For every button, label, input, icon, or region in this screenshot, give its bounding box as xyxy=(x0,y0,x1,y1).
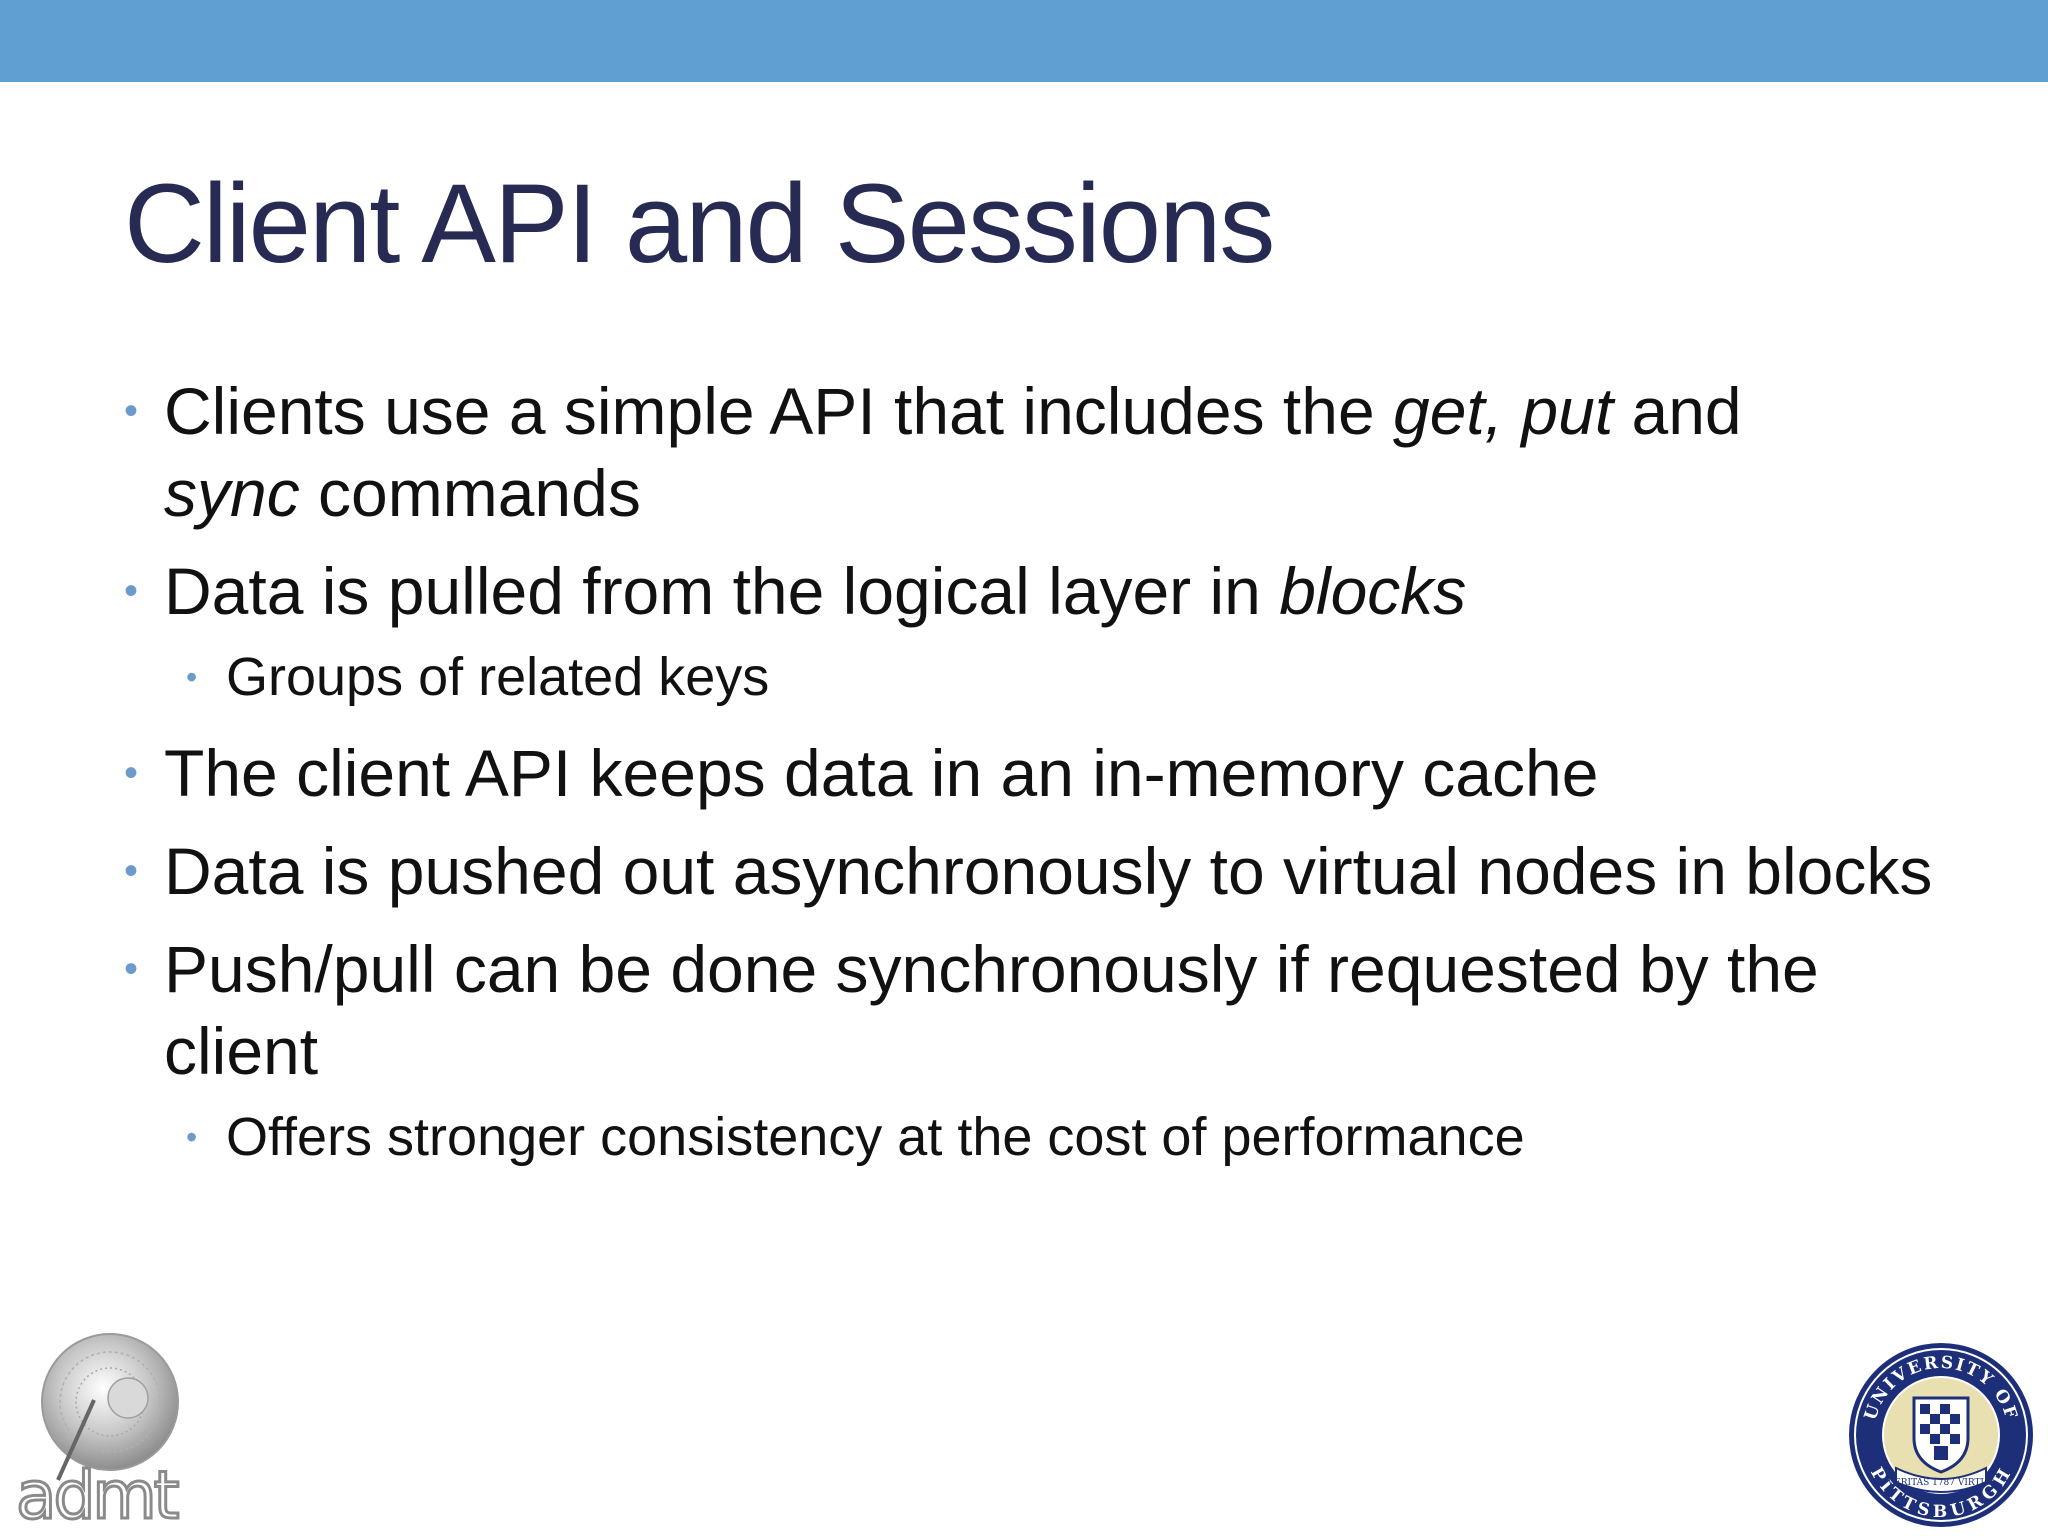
bullet-item: • Data is pulled from the logical layer … xyxy=(124,550,1984,632)
admt-logo-graphic: admt xyxy=(15,1333,183,1536)
bullet-text-italic: get, put xyxy=(1393,374,1614,448)
bullet-text: Data is pushed out asynchronously to vir… xyxy=(164,834,1933,908)
bullet-item: • Data is pushed out asynchronously to v… xyxy=(124,830,1984,912)
sub-bullet-text: Groups of related keys xyxy=(226,647,770,707)
bullet-dot-icon: • xyxy=(186,659,198,695)
bullet-dot-icon: • xyxy=(124,389,139,433)
bullet-item: • The client API keeps data in an in-mem… xyxy=(124,732,1984,814)
university-seal-graphic: UNIVERSITY OF PITTSBURGH VERITAS 1787 VI… xyxy=(1849,1343,2033,1527)
slide-title: Client API and Sessions xyxy=(124,161,1275,286)
bullet-text-italic: sync xyxy=(164,456,300,530)
bullet-dot-icon: • xyxy=(124,751,139,795)
bullet-list: • Clients use a simple API that includes… xyxy=(124,370,1984,1192)
sub-bullet-item: • Groups of related keys xyxy=(186,644,1984,710)
bullet-text: The client API keeps data in an in-memor… xyxy=(164,736,1599,810)
bullet-dot-icon: • xyxy=(124,947,139,991)
admt-logo-icon: admt xyxy=(10,1330,215,1536)
sub-bullet-text: Offers stronger consistency at the cost … xyxy=(226,1107,1525,1167)
admt-logo-text: admt xyxy=(16,1457,179,1530)
bullet-dot-icon: • xyxy=(124,569,139,613)
sub-bullet-item: • Offers stronger consistency at the cos… xyxy=(186,1104,1984,1170)
bullet-item: • Clients use a simple API that includes… xyxy=(124,370,1984,534)
bullet-text-italic: blocks xyxy=(1279,554,1467,628)
bullet-text: and xyxy=(1613,374,1742,448)
bullet-dot-icon: • xyxy=(186,1119,198,1155)
bullet-text: Push/pull can be done synchronously if r… xyxy=(164,932,1819,1088)
seal-banner-text: VERITAS 1787 VIRTUS xyxy=(1887,1478,1995,1488)
university-of-pittsburgh-seal-icon: UNIVERSITY OF PITTSBURGH VERITAS 1787 VI… xyxy=(1846,1340,2036,1530)
bullet-text: commands xyxy=(299,456,641,530)
bullet-text: Clients use a simple API that includes t… xyxy=(164,374,1393,448)
bullet-text: Data is pulled from the logical layer in xyxy=(164,554,1280,628)
bullet-item: • Push/pull can be done synchronously if… xyxy=(124,928,1984,1092)
bullet-dot-icon: • xyxy=(124,849,139,893)
top-accent-bar xyxy=(0,0,2048,82)
